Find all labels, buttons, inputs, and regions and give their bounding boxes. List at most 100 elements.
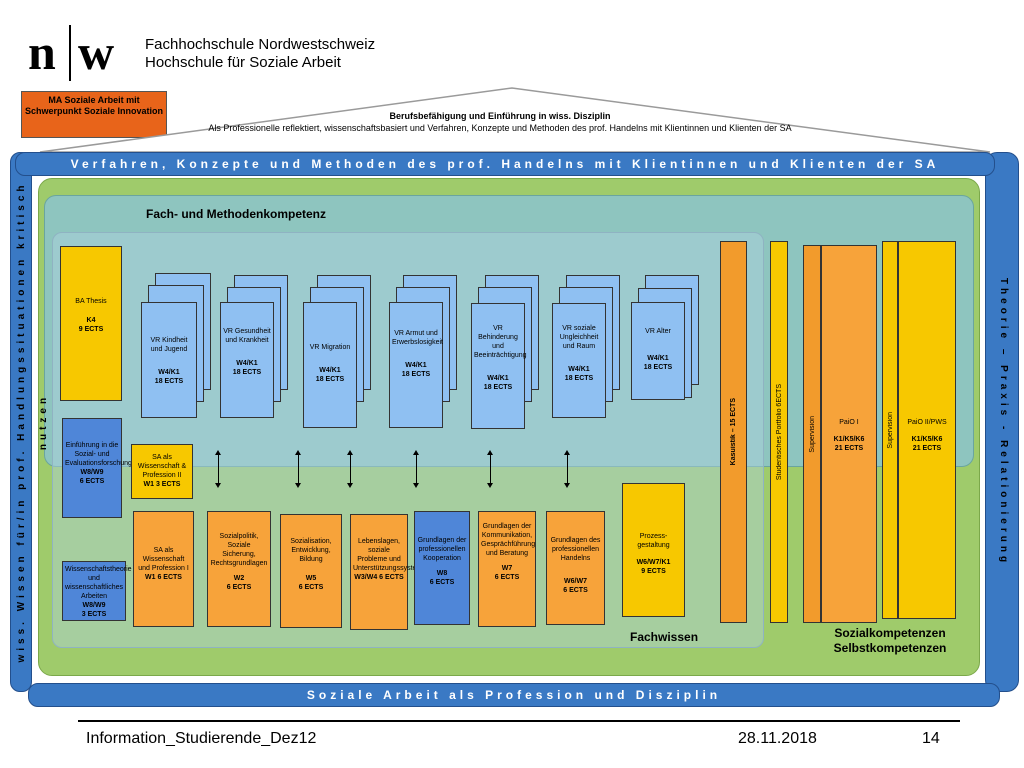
wissenschaftstheorie-ects: 3 ECTS [81, 611, 107, 618]
paio-1-title: PaiO I [839, 419, 859, 426]
institution-line2: Hochschule für Soziale Arbeit [145, 54, 341, 71]
ba-thesis-code: K4 [86, 317, 96, 324]
supervision-label-1: Supervision [808, 415, 816, 453]
connector-arrow [347, 450, 353, 488]
right-band-label: Theorie – Praxis - Relationierung [998, 277, 1009, 567]
roof-subtitle: Als Professionelle reflektiert, wissensc… [208, 123, 792, 133]
vr-module-code: W4/K1 [405, 362, 427, 369]
bottom-module-title: Lebenslagen, soziale Probleme und Unters… [353, 538, 427, 572]
bottom-module-ects: 6 ECTS [429, 579, 455, 586]
fachwissen-title: Fachwissen [630, 630, 699, 644]
paio-1-code: K1/K5/K6 [833, 436, 865, 443]
vr-module: VR Migration W4/K1 18 ECTS [303, 302, 357, 428]
bottom-module-title: SA als Wissenschaft und Profession I [138, 547, 189, 572]
paio-2-code: K1/K5/K6 [911, 436, 943, 443]
roof-shape [39, 87, 991, 153]
vr-module-code: W4/K1 [319, 367, 341, 374]
supervision-label-2: Supervision [886, 411, 894, 449]
left-band-label: wiss. Wissen für/in prof. Handlungssitua… [16, 181, 49, 663]
footer-divider [78, 720, 960, 722]
bottom-module-title: Sozialpolitik, Soziale Sicherung, Rechts… [210, 533, 268, 567]
bottom-module-code: W7 [501, 565, 513, 572]
roof-title: Berufsbefähigung und Einführung in wiss.… [389, 111, 611, 121]
bottom-module-title: Grundlagen der Kommunikation, Gesprächfü… [481, 523, 536, 557]
fach-methoden-title: Fach- und Methodenkompetenz [146, 207, 326, 221]
bottom-module: Grundlagen der Kommunikation, Gesprächfü… [478, 511, 536, 627]
footer-date: 28.11.2018 [738, 730, 817, 747]
bottom-module-ects: 6 ECTS [298, 584, 324, 591]
logo-divider [69, 25, 71, 81]
vr-module-ects: 18 ECTS [315, 376, 345, 383]
kasuistik-label: Kasuistik – 15 ECTS [730, 398, 737, 466]
vr-module-ects: 18 ECTS [483, 384, 513, 391]
paio-2-ects: 21 ECTS [912, 445, 942, 452]
einfuehrung-module: Einführung in die Sozial- und Evaluation… [62, 418, 132, 518]
vr-module: VR Alter W4/K1 18 ECTS [631, 302, 685, 400]
bottom-module-title: Grundlagen der professionellen Kooperati… [417, 537, 467, 562]
sozialkompetenzen-line2: Selbstkompetenzen [833, 641, 947, 655]
supervision-column-1: Supervision [803, 245, 821, 623]
vr-module-ects: 18 ECTS [154, 378, 184, 385]
institution-name: Fachhochschule Nordwestschweiz Hochschul… [145, 36, 375, 72]
ba-thesis: BA Thesis K4 9 ECTS [60, 246, 122, 401]
vr-module-code: W4/K1 [236, 360, 258, 367]
ba-thesis-title: BA Thesis [75, 298, 107, 305]
connector-arrow [564, 450, 570, 488]
right-band [985, 152, 1019, 692]
vr-module-code: W4/K1 [158, 369, 180, 376]
connector-arrow [413, 450, 419, 488]
wissenschaftstheorie-code: W8/W9 [82, 602, 106, 609]
sa-wissenschaft-ii-title: SA als Wissenschaft & Profession II [137, 454, 187, 479]
bottom-module-code: W8 [436, 570, 448, 577]
einfuehrung-ects: 6 ECTS [79, 478, 105, 485]
bottom-module-ects: 6 ECTS [226, 584, 252, 591]
vr-module-title: VR Armut und Erwerbslosigkeit [392, 330, 443, 346]
bottom-module-code: W6/W7 [564, 578, 587, 585]
prozess-title: Prozess-gestaltung [637, 533, 670, 549]
bottom-module: SA als Wissenschaft und Profession I W1 … [133, 511, 194, 627]
vr-module-title: VR Kindheit und Jugend [150, 337, 188, 353]
vr-module: VR Kindheit und Jugend W4/K1 18 ECTS [141, 302, 197, 418]
bottom-module-ects: 6 ECTS [494, 574, 520, 581]
vr-module: VR Armut und Erwerbslosigkeit W4/K1 18 E… [389, 302, 443, 428]
bottom-module: Grundlagen der professionellen Kooperati… [414, 511, 470, 625]
vr-module-code: W4/K1 [487, 375, 509, 382]
kasuistik-column: Kasuistik – 15 ECTS [720, 241, 747, 623]
sozialkompetenzen-line1: Sozialkompetenzen [834, 626, 946, 640]
bottom-module-title: Grundlagen des professionellen Handelns [550, 537, 601, 562]
vr-module-ects: 18 ECTS [643, 364, 673, 371]
sa-wissenschaft-ii-code: W1 3 ECTS [143, 481, 181, 488]
vr-module: VR Gesundheit und Krankheit W4/K1 18 ECT… [220, 302, 274, 418]
prozessgestaltung-module: Prozess-gestaltung W6/W7/K1 9 ECTS [622, 483, 685, 617]
footer-left: Information_Studierende_Dez12 [86, 730, 317, 747]
paio-1-column: PaiO I K1/K5/K6 21 ECTS [821, 245, 877, 623]
paio-2-title: PaiO II/PWS [907, 419, 947, 426]
bottom-module-ects: 6 ECTS [563, 587, 588, 594]
connector-arrow [295, 450, 301, 488]
bottom-module-code: W2 [233, 575, 245, 582]
institution-line1: Fachhochschule Nordwestschweiz [145, 36, 376, 53]
bottom-module-code: W1 6 ECTS [145, 574, 182, 581]
vr-module-title: VR Alter [645, 328, 671, 335]
vr-module-ects: 18 ECTS [232, 369, 262, 376]
bottom-module: Sozialpolitik, Soziale Sicherung, Rechts… [207, 511, 271, 627]
ba-thesis-ects: 9 ECTS [78, 326, 104, 333]
paio-2-column: PaiO II/PWS K1/K5/K6 21 ECTS [898, 241, 956, 619]
bottom-module: Lebenslagen, soziale Probleme und Unters… [350, 514, 427, 630]
connector-arrow [215, 450, 221, 488]
sozialkompetenzen-title: Sozialkompetenzen Selbstkompetenzen [820, 626, 960, 656]
vr-module-title: VR Gesundheit und Krankheit [223, 328, 271, 344]
vr-module-title: VR soziale Ungleichheit und Raum [559, 325, 599, 350]
sa-wissenschaft-ii-module: SA als Wissenschaft & Profession II W1 3… [131, 444, 193, 499]
wissenschaftstheorie-module: Wissenschaftstheorie und wissenschaftlic… [62, 561, 132, 621]
vr-module: VR Behinderung und Beeinträchtigung W4/K… [471, 303, 527, 429]
bottom-module: Sozialisation, Entwicklung, Bildung W5 6… [280, 514, 342, 628]
roof-text: Berufsbefähigung und Einführung in wiss.… [170, 110, 830, 134]
wissenschaftstheorie-title: Wissenschaftstheorie und wissenschaftlic… [65, 566, 132, 600]
vr-module-title: VR Migration [309, 344, 351, 351]
top-band: Verfahren, Konzepte und Methoden des pro… [15, 152, 995, 176]
portfolio-label: Studentisches Portfolio 6ECTS [775, 383, 783, 481]
vr-module-ects: 18 ECTS [564, 375, 594, 382]
bottom-module-title: Sozialisation, Entwicklung, Bildung [290, 538, 332, 563]
vr-module: VR soziale Ungleichheit und Raum W4/K1 1… [552, 303, 606, 418]
